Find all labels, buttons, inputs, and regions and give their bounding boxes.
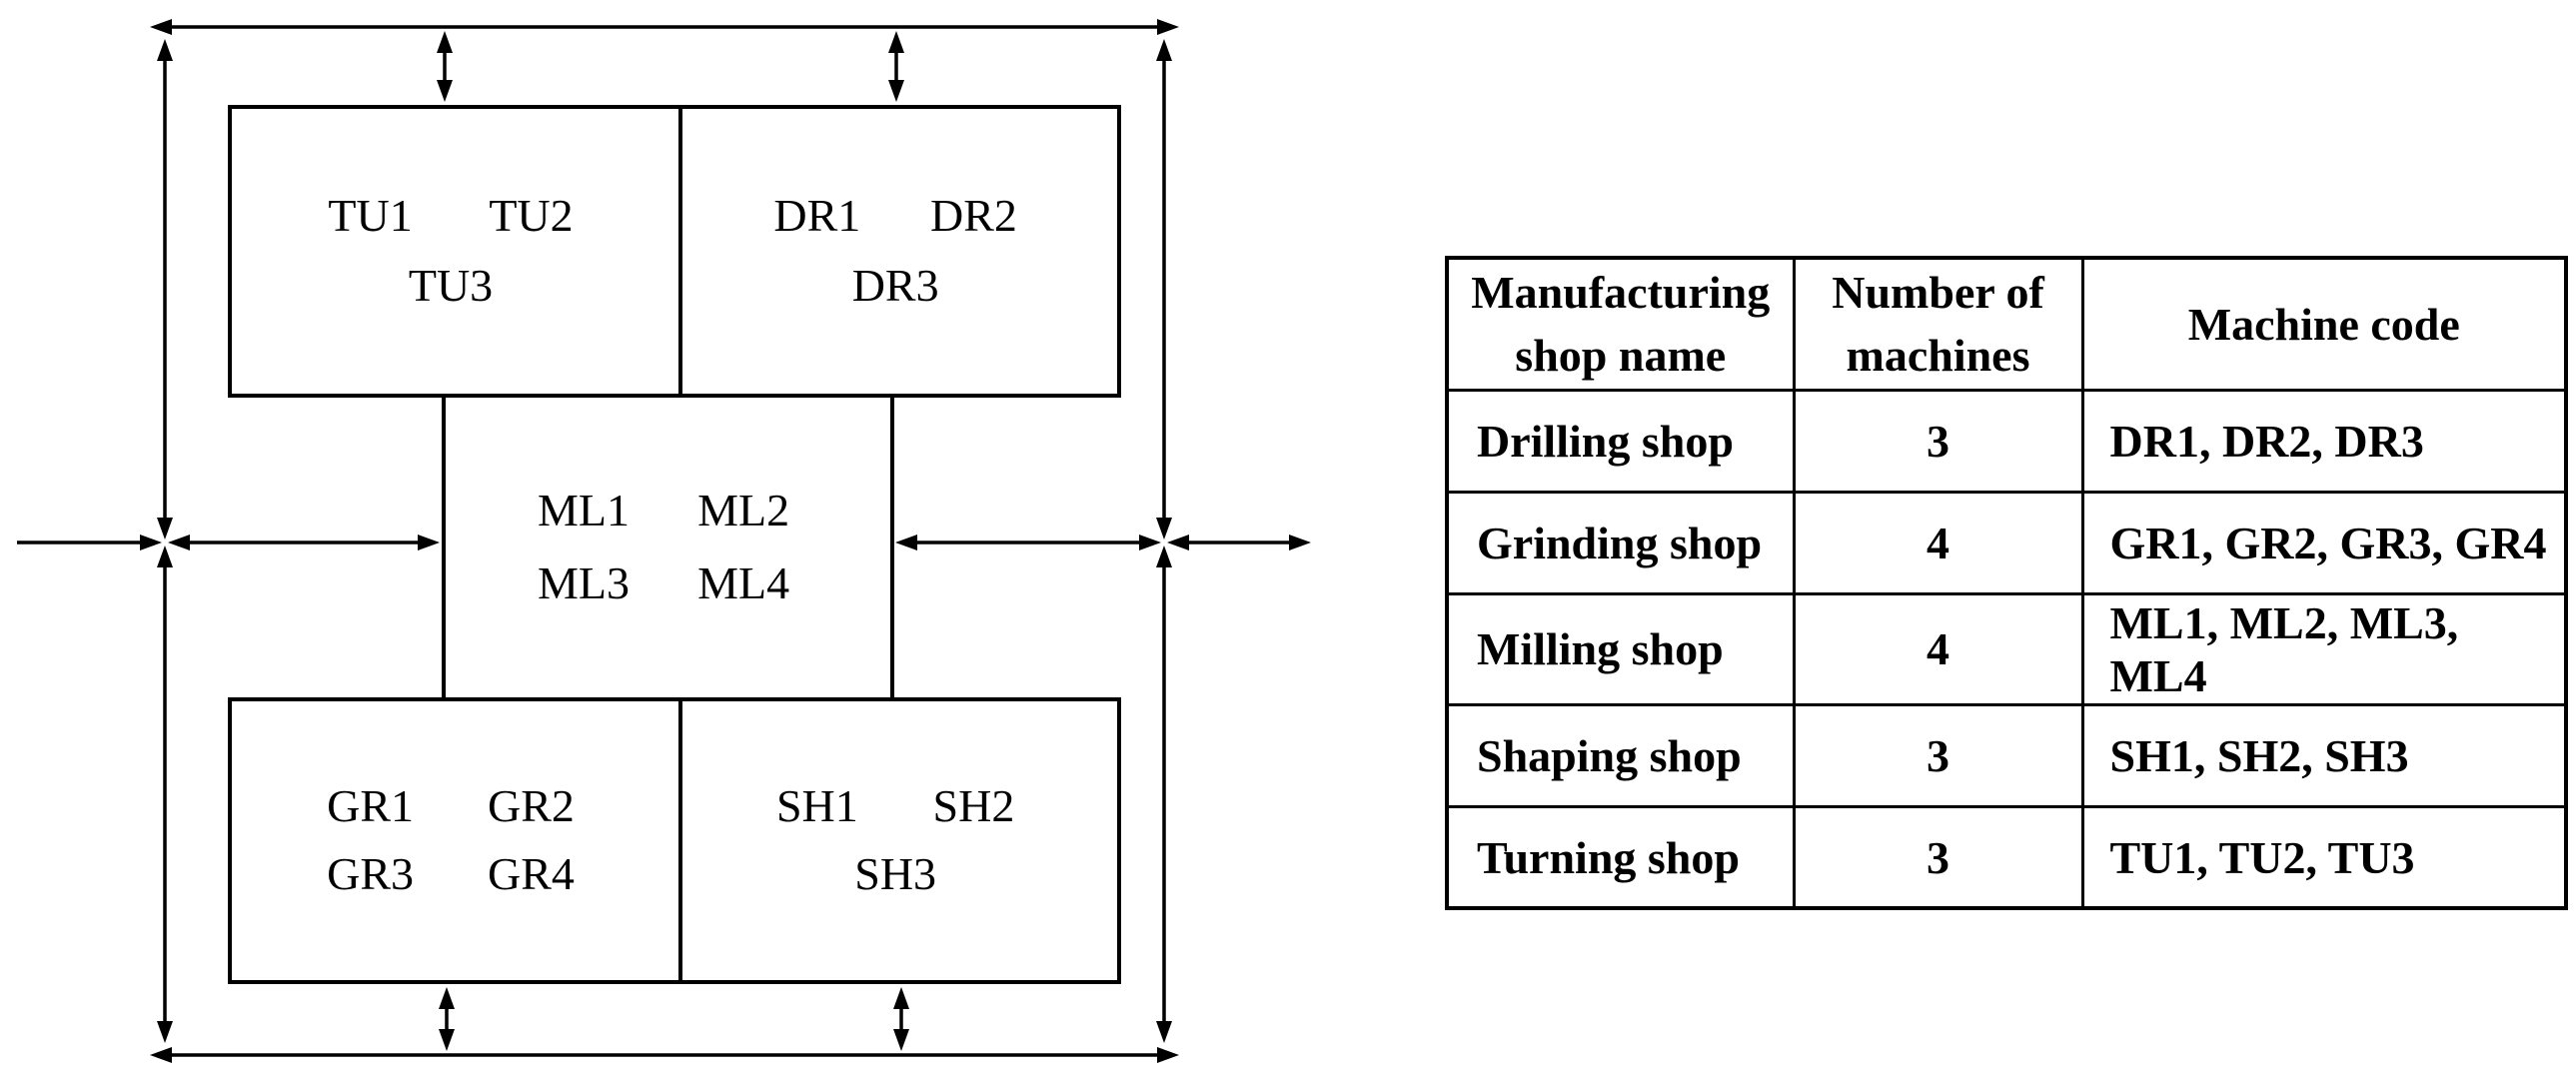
arrowhead — [418, 535, 440, 550]
arrowhead — [1289, 535, 1311, 550]
arrowhead — [1156, 518, 1172, 540]
table-cell-shop: Turning shop — [1445, 804, 1796, 910]
machine-label: DR3 — [851, 259, 939, 311]
table-cell-shop: Milling shop — [1445, 591, 1796, 706]
arrowhead — [1156, 545, 1172, 567]
table-cell-codes: SH1, SH2, SH3 — [2080, 702, 2568, 808]
machine-label: ML3 — [537, 557, 630, 608]
machine-label: ML4 — [697, 557, 790, 608]
table-header-line: Machine code — [2187, 298, 2460, 350]
machine-label: DR1 — [773, 189, 861, 241]
arrowhead — [437, 31, 453, 53]
machine-label: TU2 — [489, 189, 574, 241]
table-cell-codes: TU1, TU2, TU3 — [2080, 804, 2568, 910]
arrowhead — [168, 535, 190, 550]
machine-label: SH2 — [932, 779, 1015, 831]
arrowhead — [1139, 535, 1161, 550]
arrowhead — [439, 987, 455, 1009]
machine-label: GR2 — [488, 779, 575, 831]
arrowhead — [437, 80, 453, 102]
machine-label: TU3 — [408, 259, 494, 311]
table-cell-codes: DR1, DR2, DR3 — [2080, 388, 2568, 494]
arrowhead — [150, 1047, 172, 1063]
machine-label: GR1 — [327, 779, 415, 831]
machine-label: TU1 — [328, 189, 413, 241]
arrowhead — [1167, 535, 1189, 550]
arrowhead — [140, 535, 162, 550]
table-header-line: Manufacturing — [1471, 267, 1771, 318]
machine-label: DR2 — [929, 189, 1017, 241]
table-cell-count: 4 — [1792, 490, 2084, 595]
table-header-cell: Number of machines — [1792, 256, 2084, 392]
flow-arrows — [17, 19, 1311, 1063]
machine-label: SH1 — [775, 779, 858, 831]
table-cell-shop: Shaping shop — [1445, 702, 1796, 808]
arrowhead — [895, 535, 917, 550]
arrowhead — [157, 39, 173, 61]
table-cell-shop: Drilling shop — [1445, 388, 1796, 494]
arrowhead — [888, 80, 904, 102]
table-cell-count: 3 — [1792, 702, 2084, 808]
table-cell-count: 4 — [1792, 591, 2084, 706]
arrowhead — [157, 1021, 173, 1043]
table-cell-shop: Grinding shop — [1445, 490, 1796, 595]
table-cell-count: 3 — [1792, 388, 2084, 494]
table-header-line: Number of — [1832, 267, 2044, 318]
arrowhead — [893, 987, 909, 1009]
arrowhead — [157, 545, 173, 567]
arrowhead — [1157, 19, 1179, 35]
arrowhead — [439, 1029, 455, 1051]
machine-label: GR3 — [327, 847, 415, 899]
arrowhead — [157, 518, 173, 540]
table-header-line: shop name — [1515, 330, 1727, 382]
table-cell-codes: ML1, ML2, ML3, ML4 — [2080, 591, 2568, 706]
table-header-cell: Machine code — [2080, 256, 2568, 392]
machine-label: SH3 — [854, 847, 937, 899]
arrowhead — [1157, 1047, 1179, 1063]
arrowhead — [1156, 39, 1172, 61]
machine-label: ML1 — [537, 484, 630, 536]
arrowhead — [888, 31, 904, 53]
arrowhead — [893, 1029, 909, 1051]
table-cell-codes: GR1, GR2, GR3, GR4 — [2080, 490, 2568, 595]
arrowhead — [150, 19, 172, 35]
table-cell-count: 3 — [1792, 804, 2084, 910]
table-header-cell: Manufacturing shop name — [1445, 256, 1796, 392]
table-header-line: machines — [1846, 330, 2030, 382]
table-header: Manufacturing shop name Number of machines M… — [1445, 256, 2568, 392]
machine-label: ML2 — [697, 484, 790, 536]
arrowhead — [1156, 1021, 1172, 1043]
machine-label: GR4 — [488, 847, 575, 899]
